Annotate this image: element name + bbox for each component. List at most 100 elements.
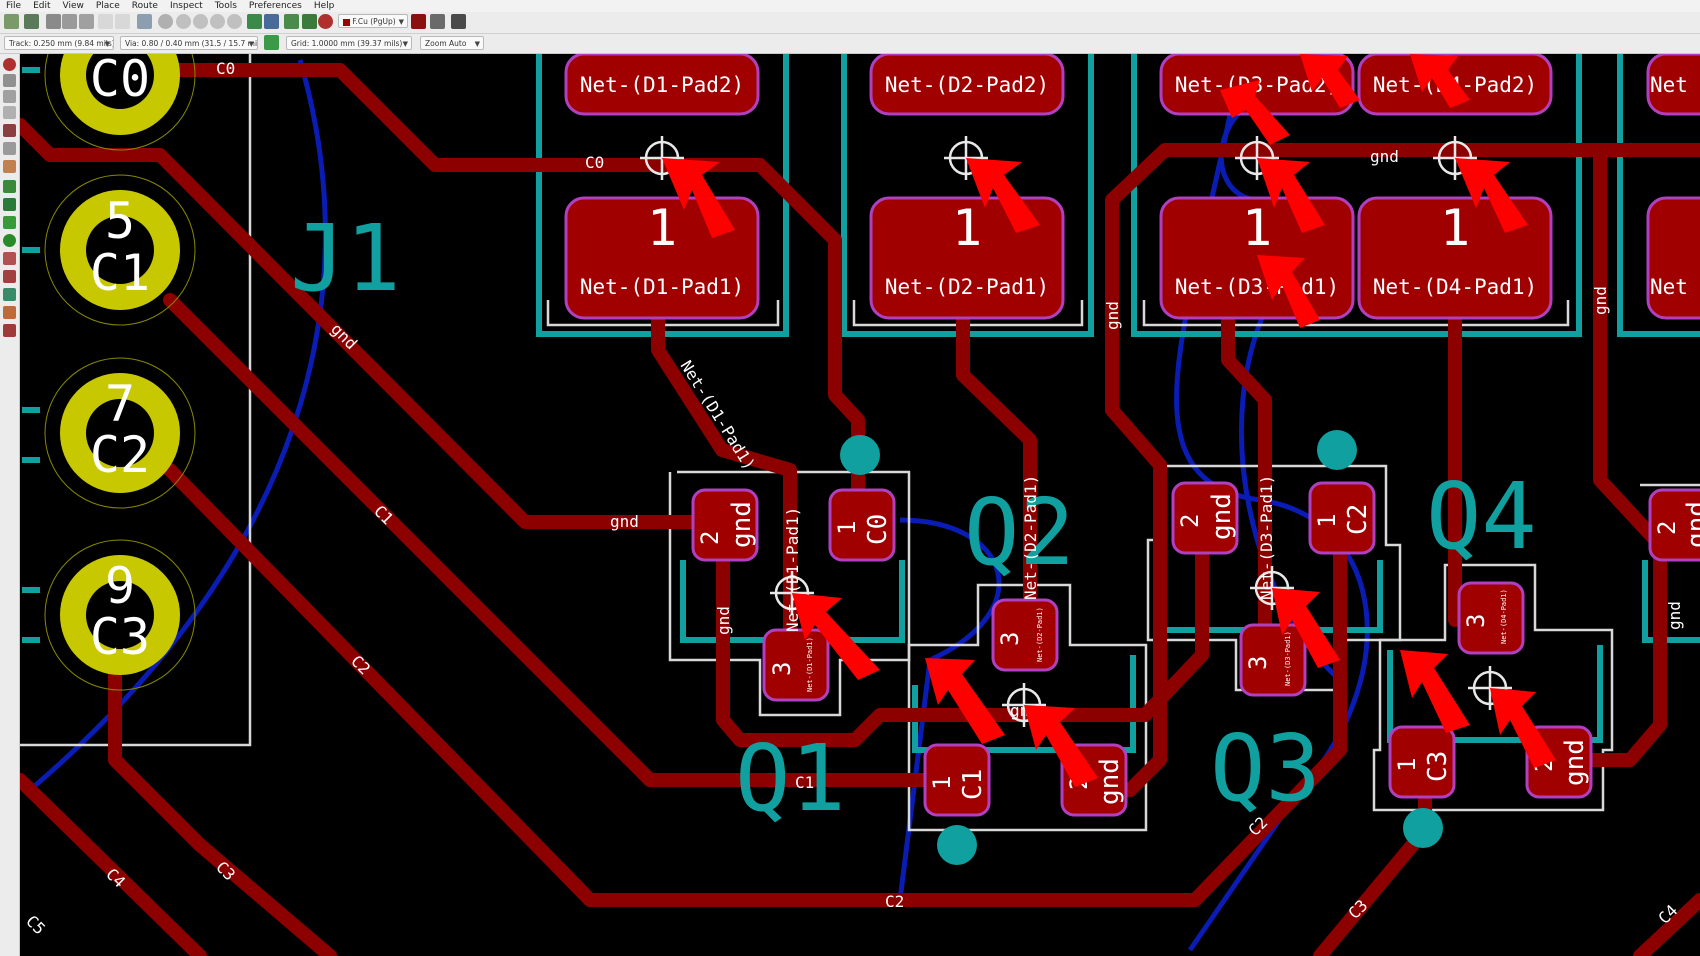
ratsnest-icon[interactable] [302,14,317,29]
scripting-icon[interactable] [430,14,445,29]
zoom-selection-icon[interactable] [227,14,242,29]
d4-pad1-num: 1 [1440,199,1470,257]
drc-arrow-icon[interactable] [1257,158,1325,233]
j1-pin-num-5: 5 [105,192,135,250]
high-contrast-icon[interactable] [3,270,16,283]
menu-file[interactable]: File [6,1,22,11]
j1-fab-lines [22,67,40,643]
zoom-out-icon[interactable] [193,14,208,29]
menu-route[interactable]: Route [131,1,158,11]
drc-icon[interactable] [284,14,299,29]
ref-q3: Q3 [1210,715,1321,822]
menu-inspect[interactable]: Inspect [169,1,203,11]
ref-q2: Q2 [964,479,1075,586]
q3-pad1 [1308,481,1376,555]
drc-arrow-icon[interactable] [1455,158,1528,233]
zoom-in-icon[interactable] [176,14,191,29]
drc-arrow-icon[interactable] [1400,650,1470,733]
zone-outline-icon[interactable] [3,198,16,211]
microwave-icon[interactable] [3,288,16,301]
d5-pad2 [1646,54,1700,116]
drc-arrow-icon[interactable] [792,593,880,680]
refresh-icon[interactable] [158,14,173,29]
layer-pair-icon[interactable] [411,14,426,29]
ref-q4: Q4 [1426,463,1537,570]
label-gnd: gnd [1591,286,1610,315]
label-c0: C0 [216,59,235,78]
j1-pad-ring [44,539,196,691]
footprint-icon[interactable] [264,14,279,29]
d3-pad1-num: 1 [1242,199,1272,257]
drc-arrow-icon[interactable] [1300,54,1360,108]
drc-marker-icon[interactable] [3,58,16,71]
j1-silk [20,54,252,747]
zoom-select[interactable]: Zoom Auto ▼ [420,36,484,50]
save-icon[interactable] [46,14,61,29]
q3-pad1-num: 1 [1313,514,1341,528]
find-icon[interactable] [137,14,152,29]
open-icon[interactable] [24,14,39,29]
pad-sketch-icon[interactable] [3,216,16,229]
units-in-icon[interactable] [3,106,16,119]
auto-track-width-icon[interactable] [264,35,279,50]
q3-pad2-net: gnd [1207,493,1237,540]
q3-pad2 [1171,481,1239,555]
grid-select[interactable]: Grid: 1.0000 mm (39.37 mils) ▼ [286,36,412,50]
pcb-canvas[interactable]: J1 Q1 Q2 Q3 Q4 C0 5 C1 7 C2 9 C3 Net-(D1… [20,54,1700,956]
q4-pad2-net: gnd [1560,739,1590,786]
menu-place[interactable]: Place [95,1,120,11]
redo-icon[interactable] [115,14,130,29]
d5-pad2-net: Net [1650,73,1688,97]
drc-arrow-icon[interactable] [1410,54,1470,108]
label-gnd: gnd [1370,147,1399,166]
layers-manager-icon[interactable] [3,306,16,319]
units-mm-icon[interactable] [3,124,16,137]
netlist-icon[interactable] [247,14,262,29]
grid-value: Grid: 1.0000 mm (39.37 mils) [291,39,403,48]
j1-pin-net-c0: C0 [90,54,150,108]
q5-pad2 [1648,488,1700,562]
drc-markers [662,54,1556,787]
q1-pad1-num: 1 [833,521,861,535]
drc-arrow-icon[interactable] [966,158,1040,233]
undo-icon[interactable] [98,14,113,29]
ratsnest-toggle-icon[interactable] [3,160,16,173]
drc-arrow-icon[interactable] [925,658,1005,744]
drc-arrow-icon[interactable] [1490,688,1556,768]
connector-j1 [44,54,196,691]
bug-icon[interactable] [318,14,333,29]
zone-fill-icon[interactable] [3,180,16,193]
via-size-select[interactable]: Via: 0.80 / 0.40 mm (31.5 / 15.7 mils) *… [120,36,258,50]
layer-select-value: F.Cu (PgUp) [352,17,396,26]
drc-arrow-icon[interactable] [662,158,735,238]
q4-pad3 [1457,581,1525,655]
layer-select[interactable]: F.Cu (PgUp) ▼ [338,14,408,28]
menu-preferences[interactable]: Preferences [248,1,302,11]
microwave-tools-icon[interactable] [3,324,16,337]
via-sketch-icon[interactable] [3,234,16,247]
3d-viewer-icon[interactable] [451,14,466,29]
drc-arrow-icon[interactable] [1272,588,1340,668]
polar-coords-icon[interactable] [3,90,16,103]
new-board-icon[interactable] [4,14,19,29]
menu-help[interactable]: Help [313,1,335,11]
q4-pad1 [1388,725,1456,799]
menu-tools[interactable]: Tools [214,1,237,11]
plot-icon[interactable] [79,14,94,29]
grid-toggle-icon[interactable] [3,74,16,87]
via [1403,808,1443,848]
transistor-pad-labels: 2 gnd 1 C0 3 Net-(D1-Pad1) 3 Net-(D2-Pad… [696,493,1700,805]
print-icon[interactable] [62,14,77,29]
front-copper-tracks [20,63,1700,956]
menu-view[interactable]: View [62,1,84,11]
cursor-shape-icon[interactable] [3,142,16,155]
drc-arrow-icon[interactable] [1257,255,1320,328]
drc-arrow-icon[interactable] [1024,705,1098,787]
q5-pad2-net: gnd [1682,501,1700,548]
track-width-select[interactable]: Track: 0.250 mm (9.84 mils) * ▼ [4,36,114,50]
track-sketch-icon[interactable] [3,252,16,265]
zoom-fit-icon[interactable] [210,14,225,29]
drc-arrow-icon[interactable] [1220,80,1290,145]
q3-pad1-net: C2 [1343,504,1373,535]
menu-edit[interactable]: Edit [33,1,51,11]
